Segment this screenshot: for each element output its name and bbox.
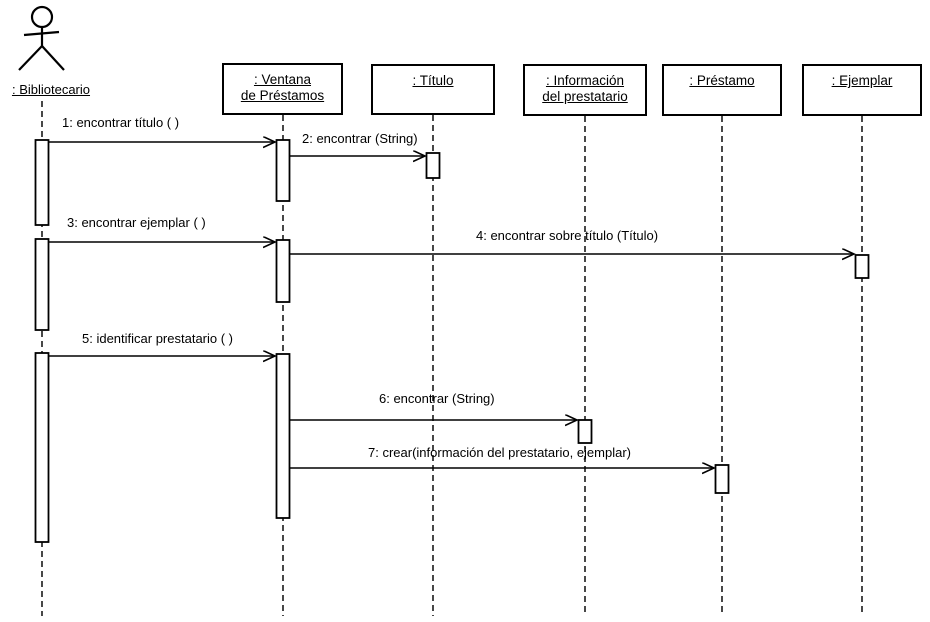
message-label-5: 5: identificar prestatario ( ) [82,331,234,346]
activation-bar-ejemplar [854,254,870,279]
object-label-ejemplar: : Ejemplar [831,73,893,88]
object-box-ventana: : Ventana de Préstamos [222,63,343,115]
object-box-ejemplar: : Ejemplar [802,64,922,116]
message-label-2: 2: encontrar (String) [302,131,418,146]
activation-bar-titulo [425,152,441,179]
message-label-1: 1: encontrar título ( ) [62,115,180,130]
message-label-6: 6: encontrar (String) [379,391,495,406]
activation-bar-ventana-1 [275,139,291,202]
activation-bar-bibliotecario-3 [34,352,50,543]
activation-bar-ventana-2 [275,239,291,303]
object-label-ventana: : Ventana de Préstamos [240,72,325,103]
message-label-4: 4: encontrar sobre título (Título) [476,228,659,243]
message-label-7: 7: crear(información del prestatario, ej… [368,445,631,460]
actor-icon [18,5,65,71]
activation-bar-bibliotecario-1 [34,139,50,226]
object-label-titulo: : Título [412,73,454,88]
object-box-titulo: : Título [371,64,495,115]
activation-bar-bibliotecario-2 [34,238,50,331]
actor-label: : Bibliotecario [11,82,91,97]
message-label-3: 3: encontrar ejemplar ( ) [67,215,206,230]
activation-bar-informacion [577,419,593,444]
activation-bar-ventana-3 [275,353,291,519]
object-label-informacion: : Información del prestatario [542,73,628,104]
object-box-prestamo: : Préstamo [662,64,782,116]
object-label-prestamo: : Préstamo [689,73,755,88]
object-box-informacion: : Información del prestatario [523,64,647,116]
activation-bar-prestamo [714,464,730,494]
